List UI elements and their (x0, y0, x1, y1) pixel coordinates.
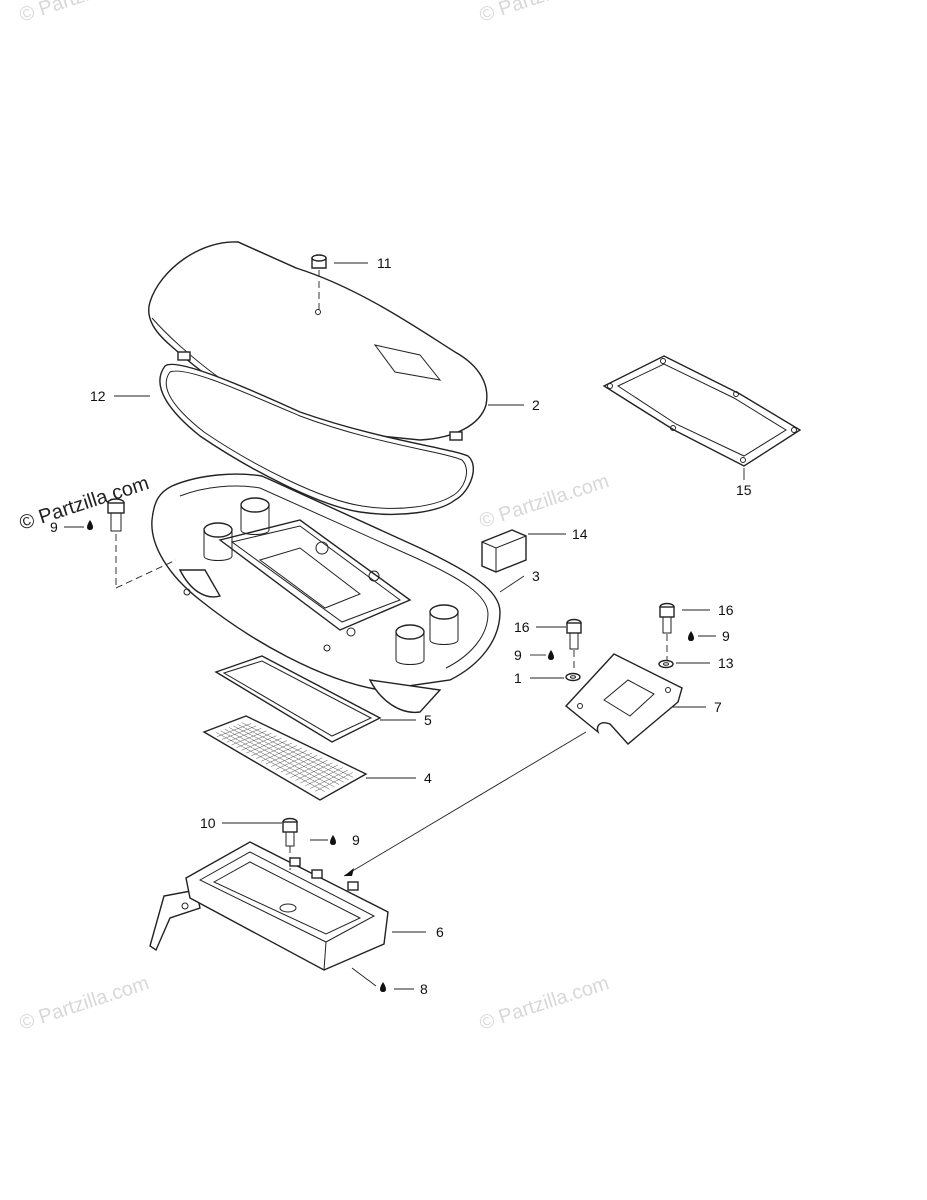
part-screw-16-right (659, 602, 675, 634)
callout-2: 2 (532, 397, 540, 413)
callout-9-right: 9 (722, 628, 730, 644)
watermark-mid-right: © Partzilla.com (477, 470, 612, 533)
callout-15: 15 (736, 482, 752, 498)
mesh-line (228, 727, 340, 785)
watermark-bottom-left: © Partzilla.com (17, 972, 152, 1035)
part-washer-1 (565, 672, 581, 682)
callout-16-left: 16 (514, 619, 530, 635)
callout-13: 13 (718, 655, 734, 671)
part-gasket-5 (214, 655, 382, 743)
assembly-lines (115, 270, 668, 877)
watermark-top-right: © Partzilla.com (477, 0, 612, 27)
drop-icon (380, 982, 386, 992)
leader-lines (64, 262, 745, 990)
part-screw-16-left (566, 618, 582, 650)
callout-10: 10 (200, 815, 216, 831)
callout-14: 14 (572, 526, 588, 542)
drop-icon (688, 631, 694, 641)
part-tray (149, 841, 389, 971)
part-mesh (202, 715, 368, 801)
part-gasket-12 (159, 363, 474, 516)
mesh-line (220, 730, 330, 790)
callout-4: 4 (424, 770, 432, 786)
callout-labels: 11 12 2 15 14 3 9 16 16 9 9 13 1 7 5 4 1… (50, 255, 752, 997)
adhesive-drop-icons (87, 520, 694, 992)
part-screw-10 (282, 817, 298, 847)
callout-9-mid: 9 (514, 647, 522, 663)
part-plug-11 (311, 254, 327, 269)
drop-icon (87, 520, 93, 530)
part-base (151, 473, 501, 714)
mesh-line (216, 732, 325, 792)
callout-12: 12 (90, 388, 106, 404)
part-washer-13 (658, 659, 674, 669)
part-plate (564, 653, 683, 745)
callout-6: 6 (436, 924, 444, 940)
callout-7: 7 (714, 699, 722, 715)
part-screw-left (107, 498, 125, 532)
callout-3: 3 (532, 568, 540, 584)
callout-9-left: 9 (50, 519, 58, 535)
callout-1: 1 (514, 670, 522, 686)
part-gasket-15 (602, 355, 802, 467)
callout-16-right: 16 (718, 602, 734, 618)
mesh-line (237, 724, 349, 780)
watermark-main: © Partzilla.com (17, 472, 152, 535)
callout-9-bottom: 9 (352, 832, 360, 848)
callout-11: 11 (377, 255, 392, 271)
callout-8: 8 (420, 981, 428, 997)
part-block (481, 529, 527, 573)
watermark-top-left: © Partzilla.com (17, 0, 152, 27)
callout-5: 5 (424, 712, 432, 728)
watermark-bottom-right: © Partzilla.com (477, 972, 612, 1035)
drop-icon (330, 835, 336, 845)
drop-icon (548, 650, 554, 660)
mesh-line (241, 722, 354, 778)
mesh-line (224, 728, 335, 788)
mesh-line (233, 725, 344, 783)
